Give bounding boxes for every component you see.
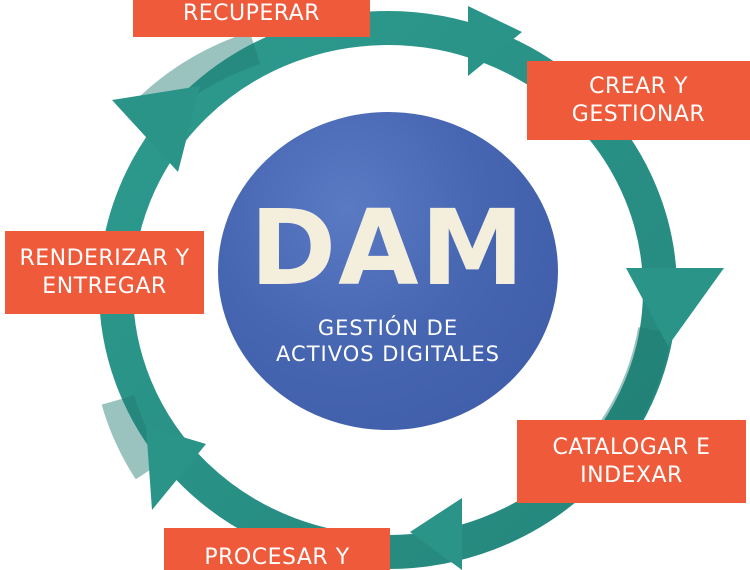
arrow-head-right: [626, 268, 724, 346]
arrow-head-left-top: [112, 86, 200, 172]
hub-subtitle: GESTIÓN DE ACTIVOS DIGITALES: [276, 316, 500, 366]
hub-title: DAM: [249, 187, 527, 309]
arrow-head-bottom: [410, 498, 462, 570]
arrow-head-top: [468, 6, 522, 76]
stage-crear-y-gestionar: CREAR Y GESTIONAR: [527, 61, 750, 140]
stage-procesar: PROCESAR Y: [164, 528, 390, 570]
cycle-ring-shade: [600, 326, 672, 440]
cycle-ring-shade: [101, 394, 165, 480]
dam-hub-circle: DAM GESTIÓN DE ACTIVOS DIGITALES: [218, 112, 558, 430]
stage-catalogar-e-indexar: CATALOGAR E INDEXAR: [517, 420, 746, 503]
stage-renderizar-y-entregar: RENDERIZAR Y ENTREGAR: [5, 231, 204, 314]
arrow-head-left-bottom: [146, 426, 206, 510]
stage-recuperar: RECUPERAR: [133, 0, 370, 37]
